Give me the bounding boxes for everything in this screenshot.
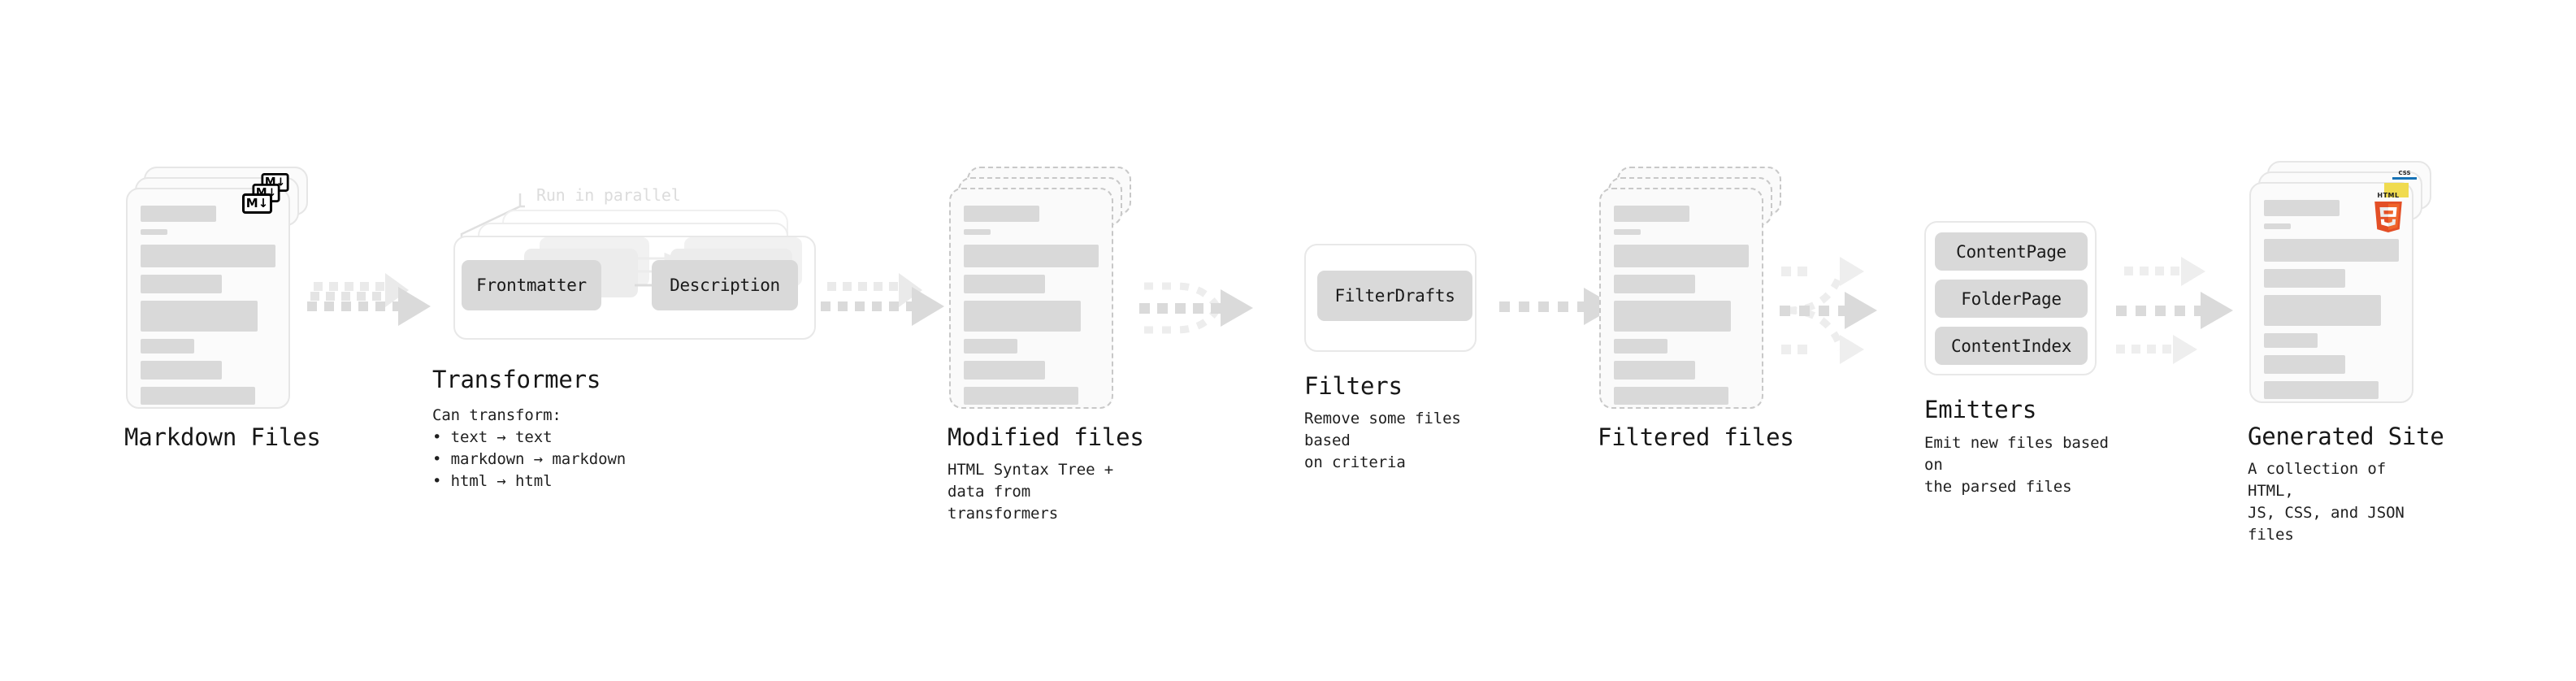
markdown-icon: M↓: [242, 193, 272, 214]
markdown-file-stack: M↓ M↓ M↓: [126, 167, 308, 412]
stage-title-filtered-files: Filtered files: [1598, 423, 1794, 451]
filtered-file-stack: [1599, 167, 1781, 412]
stage-modified-files: Modified files HTML Syntax Tree + data f…: [948, 167, 1144, 523]
css-icon: CSS: [2392, 171, 2417, 180]
stage-title-transformers: Transformers: [432, 366, 601, 393]
stage-subtitle-filters: Remove some files based on criteria: [1304, 410, 1461, 471]
file-content-skeleton: [141, 206, 275, 412]
stage-title-markdown-files: Markdown Files: [124, 423, 321, 451]
stage-title-modified-files: Modified files: [948, 423, 1144, 451]
arrow-modified-to-filters: [1139, 282, 1253, 334]
stage-subtitle-emitters: Emit new files based on the parsed files: [1924, 434, 2109, 496]
generated-site-file-stack: CSS HTML: [2249, 161, 2431, 406]
arrow-markdown-to-transformers: [307, 273, 431, 326]
emitter-chip-contentpage[interactable]: ContentPage: [1935, 232, 2088, 271]
file-content-skeleton: [964, 206, 1099, 412]
modified-file-stack: [949, 167, 1131, 412]
emitter-chip-folderpage[interactable]: FolderPage: [1935, 280, 2088, 318]
stage-subtitle-modified-files: HTML Syntax Tree + data from transformer…: [948, 461, 1114, 523]
stage-subtitle-generated-site: A collection of HTML, JS, CSS, and JSON …: [2248, 460, 2405, 544]
stage-title-filters: Filters: [1304, 372, 1403, 400]
parallel-annotation: Run in parallel: [536, 185, 681, 205]
filter-chip-filterdrafts[interactable]: FilterDrafts: [1317, 271, 1472, 321]
html5-label: HTML: [2377, 192, 2400, 199]
html5-icon: HTML: [2373, 192, 2404, 237]
stage-filtered-files: Filtered files: [1598, 167, 1794, 451]
stage-markdown-files: M↓ M↓ M↓ Markdown Files: [124, 167, 321, 451]
stage-title-generated-site: Generated Site: [2248, 423, 2444, 450]
stage-subtitle-transformers: Can transform: • text → text • markdown …: [432, 406, 627, 490]
arrow-transformers-to-modified: [821, 273, 944, 326]
arrow-filtered-to-emitters: [1780, 257, 1877, 364]
transformer-chip-frontmatter[interactable]: Frontmatter: [462, 260, 601, 310]
emitter-chip-contentindex[interactable]: ContentIndex: [1935, 327, 2088, 365]
stage-generated-site: CSS HTML Generated Site A collection of …: [2248, 161, 2444, 544]
transformer-chip-description[interactable]: Description: [652, 260, 798, 310]
js-icon: [2384, 183, 2409, 197]
file-content-skeleton: [2264, 200, 2399, 406]
stage-title-emitters: Emitters: [1924, 396, 2037, 423]
file-content-skeleton: [1614, 206, 1749, 412]
